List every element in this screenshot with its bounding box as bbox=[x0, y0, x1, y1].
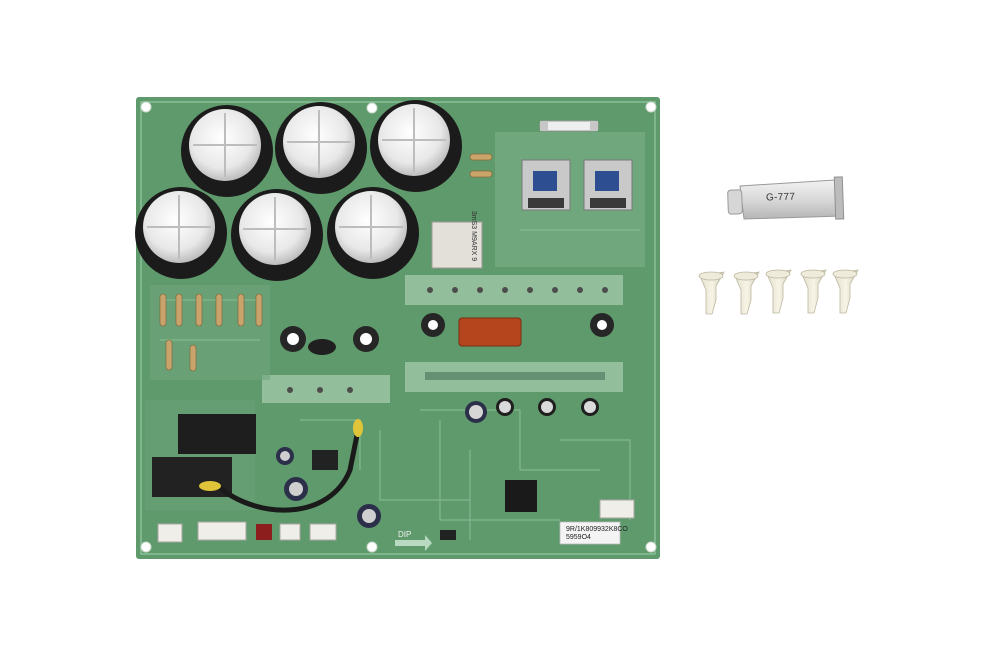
sticker-line-2: 5959O4 bbox=[566, 534, 591, 541]
plastic-spacers bbox=[698, 269, 859, 315]
sticker-line-1: 9R/1K809932K8CO bbox=[566, 526, 628, 533]
large-capacitors bbox=[135, 100, 462, 281]
thermal-paste-tube bbox=[727, 176, 845, 220]
inductor-label: 3mS3 M9ARX 9 bbox=[470, 210, 478, 262]
dip-label: DIP bbox=[398, 530, 412, 539]
board-sticker: 9R/1K809932K8CO 5959O4 bbox=[566, 526, 628, 542]
tube-label: G-777 bbox=[765, 191, 796, 204]
